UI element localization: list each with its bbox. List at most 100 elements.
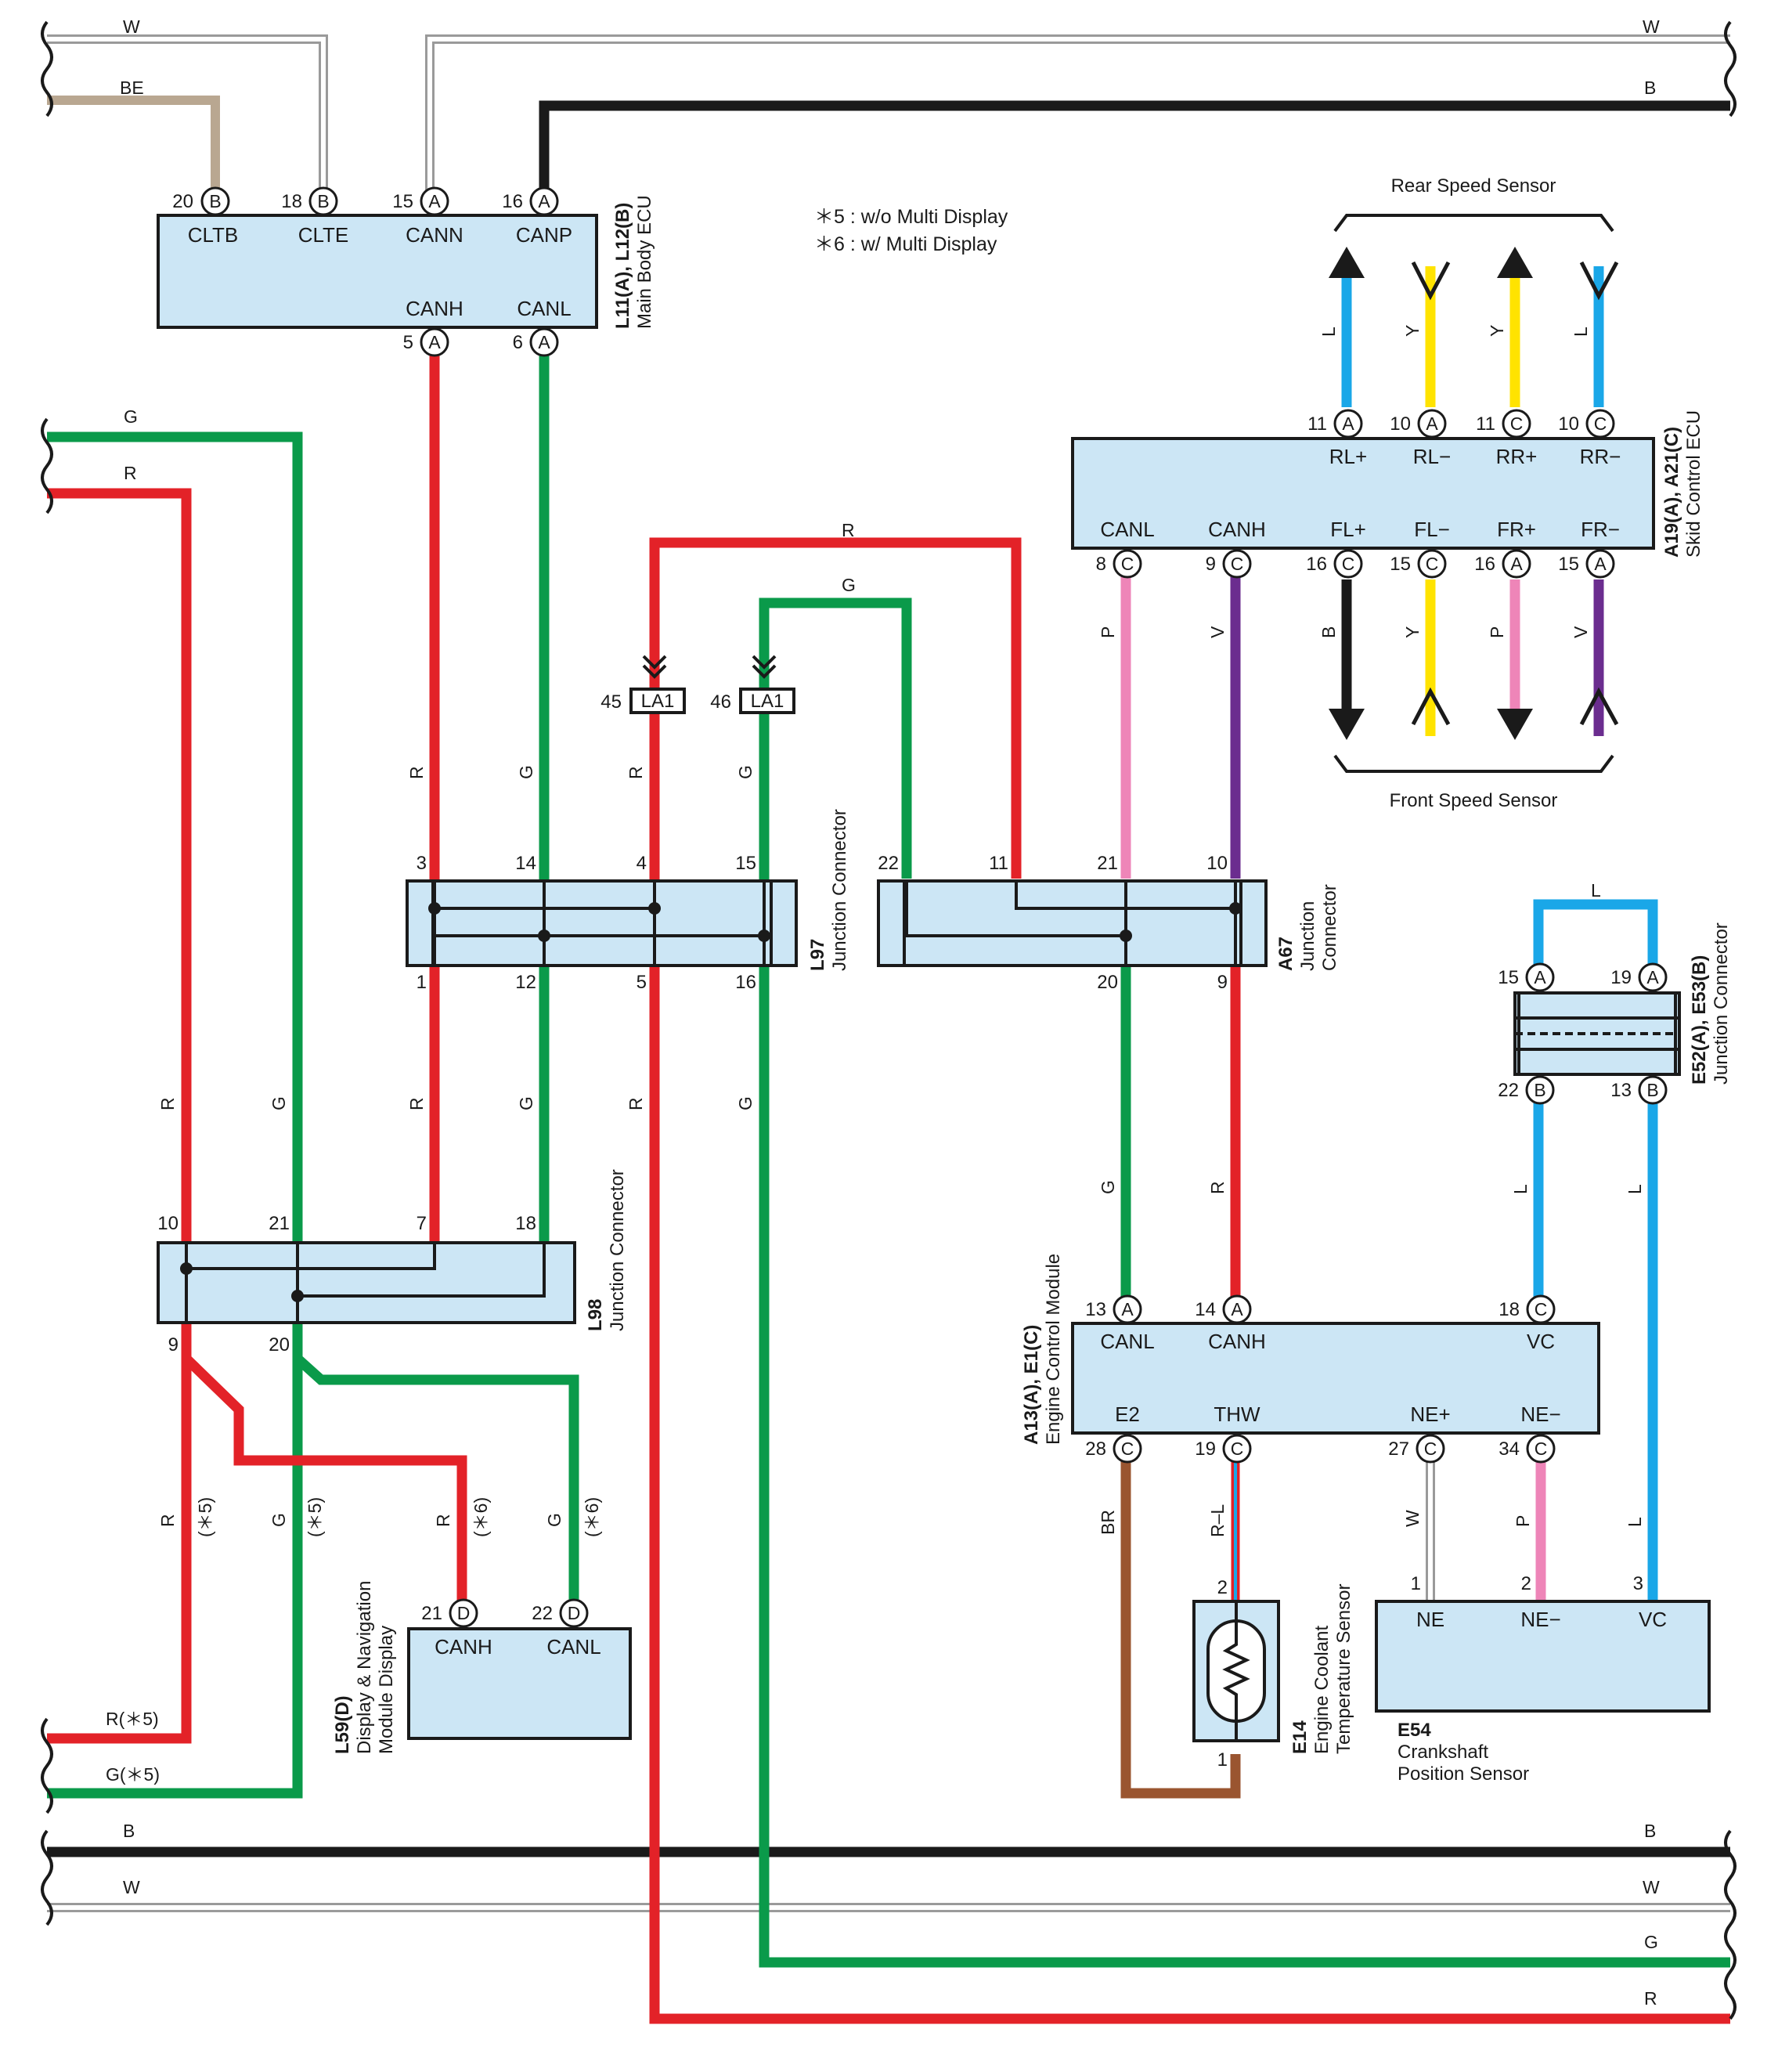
svg-text:19: 19 <box>1610 967 1632 988</box>
svg-text:A: A <box>1534 967 1546 987</box>
feed-r5-label: R(＊5) <box>106 1709 159 1729</box>
l98-junction-connector: 10 21 7 18 9 20 L98 Junction Connector <box>157 1169 628 1355</box>
skid-bot-pin-5: 15 <box>1558 554 1579 575</box>
svg-text:G: G <box>1098 1180 1118 1194</box>
svg-text:2: 2 <box>1217 1577 1228 1598</box>
skid-sig-fl-plus: FL+ <box>1330 518 1366 541</box>
body-ecu-sig-canh: CANH <box>406 297 463 320</box>
svg-text:14: 14 <box>515 853 536 874</box>
rear-speed-sensor-label: Rear Speed Sensor <box>1391 175 1556 197</box>
svg-text:13: 13 <box>1085 1299 1106 1320</box>
body-ecu-conn-6: A <box>538 332 550 352</box>
svg-text:CANL: CANL <box>546 1635 600 1659</box>
harness-top-w-left-label: W <box>123 16 140 37</box>
svg-text:THW: THW <box>1214 1402 1260 1426</box>
svg-text:21: 21 <box>1097 853 1118 874</box>
harness-bottom-w-left-label: W <box>123 1877 140 1897</box>
skid-bot-conn-2: C <box>1342 554 1355 574</box>
svg-text:V: V <box>1571 626 1591 638</box>
e2-wire <box>1120 1447 1241 1799</box>
svg-text:R: R <box>157 1097 178 1110</box>
svg-text:G: G <box>269 1096 289 1110</box>
harness-bottom-b-right-label: B <box>1644 1821 1656 1841</box>
svg-text:12: 12 <box>515 972 536 993</box>
la1-pin-46: 46 <box>710 691 731 713</box>
harness-top-b-right-label: B <box>1644 78 1656 98</box>
svg-text:G: G <box>735 1096 756 1110</box>
body-ecu-conn-15: A <box>428 191 441 211</box>
harness-bottom-g-label: G <box>1644 1932 1658 1952</box>
svg-text:3: 3 <box>1633 1573 1643 1594</box>
svg-text:(＊6): (＊6) <box>582 1497 602 1537</box>
body-ecu-code: L11(A), L12(B) <box>612 203 633 329</box>
svg-text:P: P <box>1487 626 1507 638</box>
svg-text:A: A <box>1121 1299 1134 1319</box>
skid-bot-conn-5: A <box>1594 554 1607 574</box>
skid-control-ecu: RL+ RL− RR+ RR− CANL CANH FL+ FL− FR+ FR… <box>1071 409 1704 579</box>
body-ecu-pin-15: 15 <box>392 191 413 212</box>
svg-text:9: 9 <box>168 1334 179 1355</box>
body-ecu-pin-16: 16 <box>502 191 523 212</box>
feed-g-label: G <box>124 406 138 427</box>
svg-text:2: 2 <box>1521 1573 1531 1594</box>
skid-sig-canh: CANH <box>1208 518 1266 541</box>
skid-sig-rl-plus: RL+ <box>1329 445 1367 468</box>
svg-text:21: 21 <box>269 1213 290 1234</box>
body-ecu-sig-cltb: CLTB <box>188 223 239 247</box>
svg-text:5: 5 <box>637 972 647 993</box>
skid-sig-fr-minus: FR− <box>1581 518 1620 541</box>
note-6: ＊6 : w/ Multi Display <box>814 233 997 255</box>
svg-text:P: P <box>1513 1515 1533 1527</box>
rear-speed-wires <box>1329 247 1619 407</box>
svg-text:11: 11 <box>989 853 1008 874</box>
display-name-line1: Display & Navigation <box>354 1581 375 1754</box>
skid-bot-pin-0: 8 <box>1096 554 1106 575</box>
body-ecu-pin-5: 5 <box>403 332 413 353</box>
svg-text:15: 15 <box>1498 967 1519 988</box>
svg-text:E2: E2 <box>1115 1402 1140 1426</box>
body-ecu-pin-6: 6 <box>513 332 523 353</box>
svg-text:G: G <box>269 1513 289 1527</box>
skid-sig-canl: CANL <box>1100 518 1154 541</box>
svg-text:10: 10 <box>157 1213 179 1234</box>
la1-label-45: LA1 <box>641 691 675 712</box>
skid-top-conn-2: C <box>1510 413 1524 434</box>
bottom-harness: B B W W G R <box>41 680 1737 2024</box>
svg-text:W: W <box>1402 1510 1423 1527</box>
skid-sig-rr-plus: RR+ <box>1496 445 1538 468</box>
svg-text:L: L <box>1318 327 1339 337</box>
rear-sensor-brace <box>1333 214 1614 233</box>
svg-text:VC: VC <box>1527 1330 1555 1353</box>
crankshaft-position-sensor: NE NE− VC 1 2 3 E54 Crankshaft Position … <box>1375 1573 1711 1785</box>
display-name-line2: Module Display <box>376 1626 397 1754</box>
skid-top-pin-2: 11 <box>1476 413 1495 435</box>
svg-text:3: 3 <box>417 853 427 874</box>
skid-top-pin-1: 10 <box>1390 413 1411 435</box>
svg-text:G: G <box>842 575 856 595</box>
body-ecu-name: Main Body ECU <box>634 195 655 329</box>
svg-text:18: 18 <box>515 1213 536 1234</box>
svg-text:G: G <box>735 765 756 779</box>
svg-text:L: L <box>1591 880 1601 901</box>
skid-bot-pin-2: 16 <box>1306 554 1327 575</box>
svg-text:NE: NE <box>1416 1608 1444 1631</box>
svg-text:R: R <box>406 766 427 779</box>
svg-text:22: 22 <box>532 1603 553 1624</box>
ecm-code: A13(A), E1(C) <box>1021 1325 1042 1445</box>
svg-text:20: 20 <box>269 1334 290 1355</box>
body-ecu-sig-canl: CANL <box>517 297 571 320</box>
feed-r-label: R <box>124 463 137 483</box>
svg-text:1: 1 <box>417 972 427 993</box>
front-speed-wires <box>1329 579 1619 740</box>
body-ecu-conn-16: A <box>538 191 550 211</box>
svg-text:R: R <box>1207 1181 1228 1194</box>
body-ecu-pin-20: 20 <box>172 191 193 212</box>
svg-text:CANH: CANH <box>435 1635 492 1659</box>
svg-text:(＊5): (＊5) <box>305 1497 325 1537</box>
harness-bottom-w-right-label: W <box>1643 1877 1660 1897</box>
svg-text:D: D <box>568 1603 581 1623</box>
harness-top-w-right-label: W <box>1643 16 1660 37</box>
left-feeds: G R R(＊5) G(＊5) <box>41 406 303 1814</box>
svg-text:A: A <box>1646 967 1659 987</box>
